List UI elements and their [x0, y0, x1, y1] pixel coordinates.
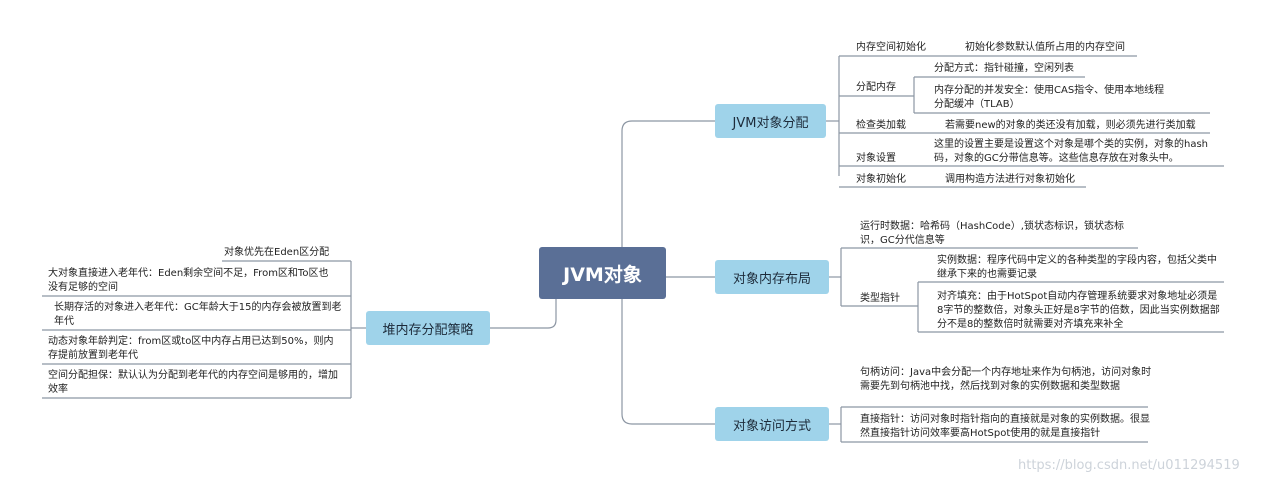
node-object-initialization-detail[interactable]: 调用构造方法进行对象初始化 [945, 174, 1075, 185]
node-eden-first-allocation[interactable]: 对象优先在Eden区分配 [224, 247, 330, 258]
node-object-setup-detail[interactable]: 这里的设置主要是设置这个对象是哪个类的实例，对象的hash码，对象的GC分带信息… [934, 139, 1209, 164]
branch-jvm-object-allocation[interactable]: JVM对象分配 [715, 104, 826, 138]
node-allocation-concurrency-safety[interactable]: 内存分配的并发安全：使用CAS指令、使用本地线程分配缓冲（TLAB） [934, 85, 1165, 110]
node-object-setup[interactable]: 对象设置 [856, 153, 896, 164]
node-memory-space-init[interactable]: 内存空间初始化 [856, 42, 926, 53]
branch-heap-allocation-strategy[interactable]: 堆内存分配策略 [366, 311, 490, 345]
branch-object-access-method[interactable]: 对象访问方式 [715, 407, 829, 441]
node-object-initialization[interactable]: 对象初始化 [856, 174, 906, 185]
node-type-pointer[interactable]: 类型指针 [860, 293, 900, 304]
central-topic[interactable]: JVM对象 [539, 247, 666, 299]
node-check-class-loading-detail[interactable]: 若需要new的对象的类还没有加载，则必须先进行类加载 [945, 120, 1196, 131]
node-space-allocation-guarantee[interactable]: 空间分配担保：默认认为分配到老年代的内存空间是够用的，增加效率 [48, 370, 338, 395]
node-alignment-padding[interactable]: 对齐填充：由于HotSpot自动内存管理系统要求对象地址必须是8字节的整数倍，对… [937, 291, 1220, 330]
watermark-url: https://blog.csdn.net/u011294519 [1018, 458, 1240, 473]
node-large-object-old-gen[interactable]: 大对象直接进入老年代：Eden剩余空间不足，From区和To区也没有足够的空间 [48, 268, 329, 293]
node-runtime-data[interactable]: 运行时数据：哈希码（HashCode）,锁状态标识，锁状态标识，GC分代信息等 [860, 221, 1124, 246]
node-allocation-method[interactable]: 分配方式：指针碰撞，空闲列表 [934, 63, 1074, 74]
node-allocate-memory[interactable]: 分配内存 [856, 82, 896, 93]
node-direct-pointer[interactable]: 直接指针：访问对象时指针指向的直接就是对象的实例数据。很显然直接指针访问效率要高… [860, 414, 1150, 439]
branch-object-memory-layout[interactable]: 对象内存布局 [715, 260, 829, 294]
node-memory-space-init-detail[interactable]: 初始化参数默认值所占用的内存空间 [965, 42, 1125, 53]
node-long-lived-object-old-gen[interactable]: 长期存活的对象进入老年代：GC年龄大于15的内存会被放置到老年代 [54, 302, 342, 327]
node-dynamic-age-judgement[interactable]: 动态对象年龄判定：from区或to区中内存占用已达到50%，则内存提前放置到老年… [48, 336, 334, 361]
node-instance-data[interactable]: 实例数据：程序代码中定义的各种类型的字段内容，包括父类中继承下来的也需要记录 [937, 255, 1217, 280]
node-handle-access[interactable]: 句柄访问：Java中会分配一个内存地址来作为句柄池，访问对象时需要先到句柄池中找… [860, 367, 1152, 392]
node-check-class-loading[interactable]: 检查类加载 [856, 120, 906, 131]
